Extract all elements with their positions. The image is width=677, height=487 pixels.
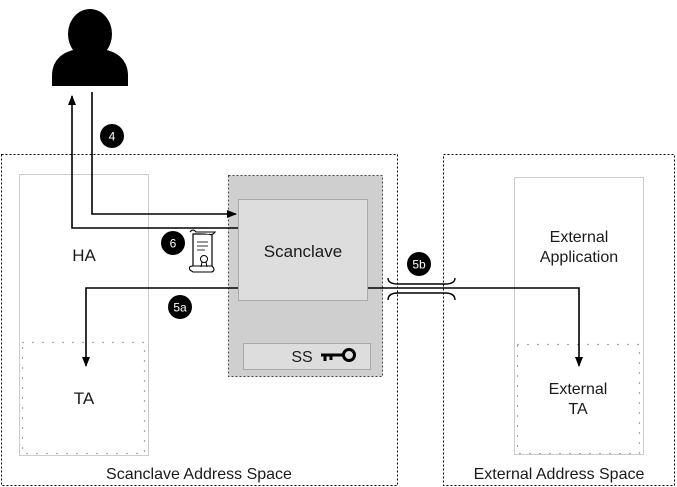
svg-text:5b: 5b <box>412 258 426 272</box>
scanclave-address-space: Scanclave Address Space <box>1 154 398 486</box>
scanclave-box <box>238 199 368 301</box>
scanclave-to-user-arrow <box>68 95 238 229</box>
external-application-label-line2: Application <box>540 249 618 266</box>
certificate-icon <box>188 229 217 273</box>
external-application-label-line1: External <box>550 229 609 246</box>
scanclave-enclave: Scanclave SS <box>228 175 383 377</box>
ss-label: SS <box>291 349 312 366</box>
key-icon <box>321 348 356 362</box>
scanclave-address-space-label: Scanclave Address Space <box>106 466 292 483</box>
external-address-space-label: External Address Space <box>474 466 645 483</box>
step-6-badge: 6 <box>161 231 185 255</box>
scanclave-to-external-ta-arrow <box>368 287 583 367</box>
user-icon <box>52 9 128 86</box>
step-5b-badge: 5b <box>407 252 431 276</box>
ss-box <box>243 343 371 370</box>
external-ta-label-line2: TA <box>568 401 588 418</box>
ta-box: TA <box>21 341 146 455</box>
svg-text:6: 6 <box>170 237 177 251</box>
scanclave-to-ta-arrow <box>82 287 238 367</box>
svg-text:4: 4 <box>109 130 116 144</box>
ta-label: TA <box>74 389 95 408</box>
ha-label: HA <box>72 246 96 265</box>
step-5a-badge: 5a <box>168 295 192 319</box>
scanclave-label: Scanclave <box>264 242 342 261</box>
secure-channel-icon <box>387 277 456 301</box>
external-address-space: External Address Space <box>443 154 675 486</box>
external-ta-label-line1: External <box>549 381 608 398</box>
step-4-badge: 4 <box>100 124 124 148</box>
user-to-scanclave-arrow <box>91 92 237 218</box>
svg-text:5a: 5a <box>173 301 187 315</box>
